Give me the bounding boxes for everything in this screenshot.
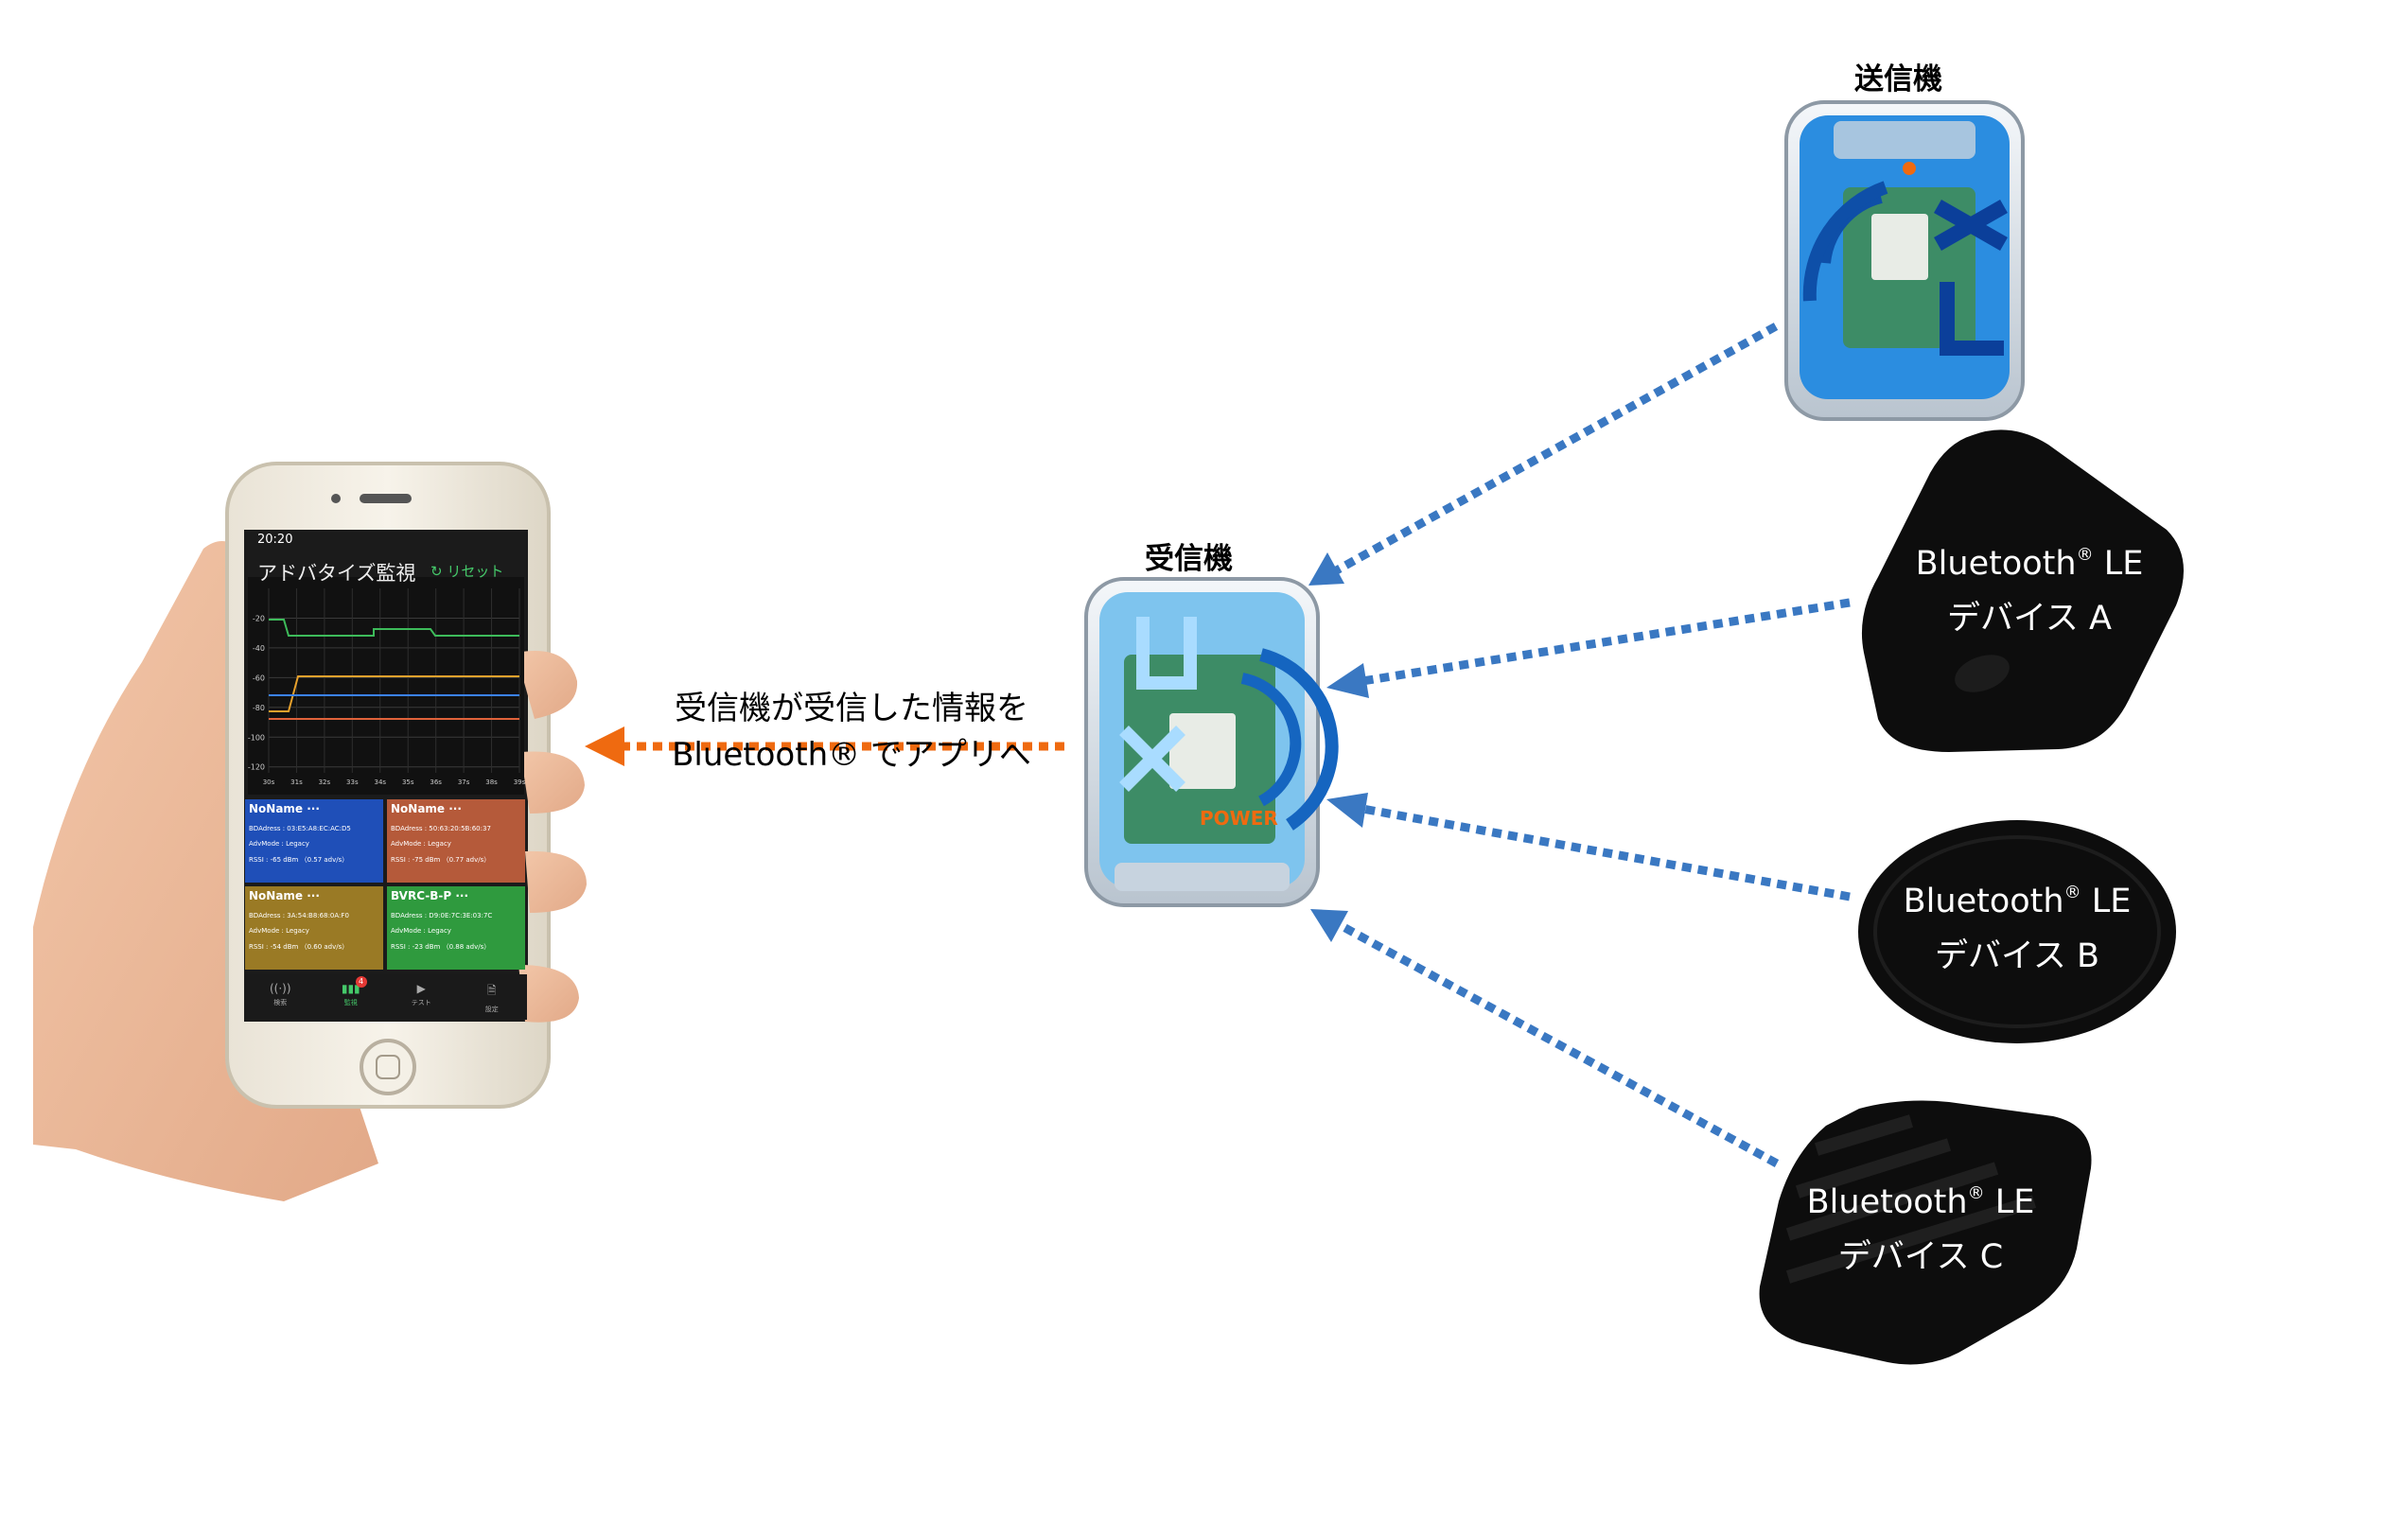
chart-x-tick: 37s bbox=[458, 779, 470, 786]
phone-tab-bar: ((·)) 検索 ▮▮▮ 監視 4 ▶ テスト 🗎 設定 bbox=[245, 974, 527, 1020]
arrow-device-a-to-receiver bbox=[1361, 598, 1851, 686]
device-a-body bbox=[1861, 429, 2184, 752]
chart-x-tick: 30s bbox=[263, 779, 275, 786]
device-card-name: NoName ··· bbox=[391, 802, 462, 815]
svg-text:POWER: POWER bbox=[1200, 807, 1278, 830]
device-card-address: BDAdress : 03:E5:A8:EC:AC:D5 bbox=[249, 825, 351, 832]
fingers bbox=[516, 651, 587, 1023]
chart-y-tick: -120 bbox=[248, 763, 265, 772]
chart-x-tick: 38s bbox=[485, 779, 498, 786]
device-a-label: Bluetooth® LE デバイス A bbox=[1915, 545, 2144, 638]
ble-arrows bbox=[1308, 323, 1851, 1167]
tab-label: 監視 bbox=[343, 999, 358, 1006]
device-c-label: Bluetooth® LE デバイス C bbox=[1806, 1183, 2035, 1276]
tab-1[interactable]: ▮▮▮ 監視 4 bbox=[316, 974, 387, 1020]
arrowhead-device-b bbox=[1326, 793, 1368, 828]
device-card-rssi: RSSI : -54 dBm （0.60 adv/s） bbox=[249, 943, 349, 951]
chart-x-tick: 34s bbox=[374, 779, 386, 786]
flow-caption-line2: Bluetooth® でアプリへ bbox=[672, 736, 1031, 775]
tab-label: 検索 bbox=[273, 999, 288, 1006]
flow-caption: 受信機が受信した情報を Bluetooth® でアプリへ bbox=[662, 686, 1041, 779]
device-card-address: BDAdress : 50:63:20:5B:60:37 bbox=[391, 825, 491, 832]
tab-icon: ▮▮▮ bbox=[341, 982, 360, 995]
arrowhead-device-c bbox=[1310, 909, 1348, 942]
arrowhead-transmitter bbox=[1308, 552, 1344, 586]
device-card-address: BDAdress : 3A:54:B8:68:0A:F0 bbox=[249, 912, 349, 919]
phone-app-title: アドバタイズ監視 bbox=[257, 562, 416, 585]
arrow-device-c-to-receiver bbox=[1341, 923, 1780, 1167]
arrowhead-app bbox=[585, 726, 624, 766]
chart-y-tick: -100 bbox=[248, 733, 265, 742]
chart-x-tick: 39s bbox=[514, 779, 526, 786]
device-card-rssi: RSSI : -65 dBm （0.57 adv/s） bbox=[249, 856, 349, 864]
device-card-name: NoName ··· bbox=[249, 889, 320, 902]
phone-status-time: 20:20 bbox=[257, 533, 293, 547]
transmitter-label: 送信機 bbox=[1854, 62, 1942, 96]
device-card-mode: AdvMode : Legacy bbox=[391, 927, 451, 935]
device-card-rssi: RSSI : -75 dBm （0.77 adv/s） bbox=[391, 856, 491, 864]
phone-rssi-chart: -20 -40 -60 -80 -100 -120 30s 31s 32s 33s 34s 35s 36… bbox=[248, 577, 526, 795]
tab-label: テスト bbox=[411, 999, 431, 1006]
device-card-name: BVRC-B-P ··· bbox=[391, 889, 469, 902]
receiver-label: 受信機 bbox=[1145, 542, 1233, 576]
tab-2[interactable]: ▶ テスト bbox=[386, 974, 457, 1020]
device-c-body bbox=[1759, 1100, 2092, 1365]
device-b-label: Bluetooth® LE デバイス B bbox=[1903, 883, 2132, 975]
device-card-mode: AdvMode : Legacy bbox=[391, 840, 451, 848]
device-b-body bbox=[1858, 820, 2176, 1043]
phone-reset-button[interactable]: ↻ リセット bbox=[430, 563, 504, 580]
chart-x-tick: 35s bbox=[402, 779, 414, 786]
arrow-transmitter-to-receiver bbox=[1322, 323, 1779, 581]
chart-x-tick: 33s bbox=[346, 779, 359, 786]
tab-icon: 🗎 bbox=[486, 984, 497, 997]
chart-trace bbox=[269, 619, 519, 637]
device-card-mode: AdvMode : Legacy bbox=[249, 840, 309, 848]
chart-y-tick: -80 bbox=[253, 704, 265, 712]
chart-y-tick: -60 bbox=[253, 674, 265, 682]
arrowhead-device-a bbox=[1326, 663, 1369, 698]
app-arrow bbox=[585, 726, 1064, 766]
chart-x-tick: 32s bbox=[319, 779, 331, 786]
device-card-name: NoName ··· bbox=[249, 802, 320, 815]
tab-icon: ((·)) bbox=[269, 982, 291, 995]
tab-label: 設定 bbox=[484, 1006, 499, 1013]
device-card-rssi: RSSI : -23 dBm （0.88 adv/s） bbox=[391, 943, 491, 951]
flow-caption-line1: 受信機が受信した情報を bbox=[675, 690, 1028, 727]
tab-icon: ▶ bbox=[416, 982, 426, 995]
chart-x-tick: 31s bbox=[290, 779, 303, 786]
chart-bg bbox=[248, 577, 524, 795]
device-card-address: BDAdress : D9:0E:7C:3E:03:7C bbox=[391, 912, 493, 919]
tab-3[interactable]: 🗎 設定 bbox=[457, 974, 528, 1020]
transmitter-module bbox=[1784, 100, 2025, 421]
chart-x-tick: 36s bbox=[430, 779, 442, 786]
device-card-mode: AdvMode : Legacy bbox=[249, 927, 309, 935]
tab-0[interactable]: ((·)) 検索 bbox=[245, 974, 316, 1020]
receiver-module: POWER bbox=[1084, 577, 1339, 907]
device-card[interactable]: BVRC-B-P ··· BDAdress : D9:0E:7C:3E:03:7C… bbox=[387, 886, 525, 970]
chart-y-tick: -40 bbox=[253, 644, 265, 653]
chart-trace bbox=[269, 675, 519, 712]
arrow-device-b-to-receiver bbox=[1361, 804, 1851, 901]
tab-badge: 4 bbox=[355, 976, 367, 988]
chart-y-tick: -20 bbox=[253, 614, 265, 622]
